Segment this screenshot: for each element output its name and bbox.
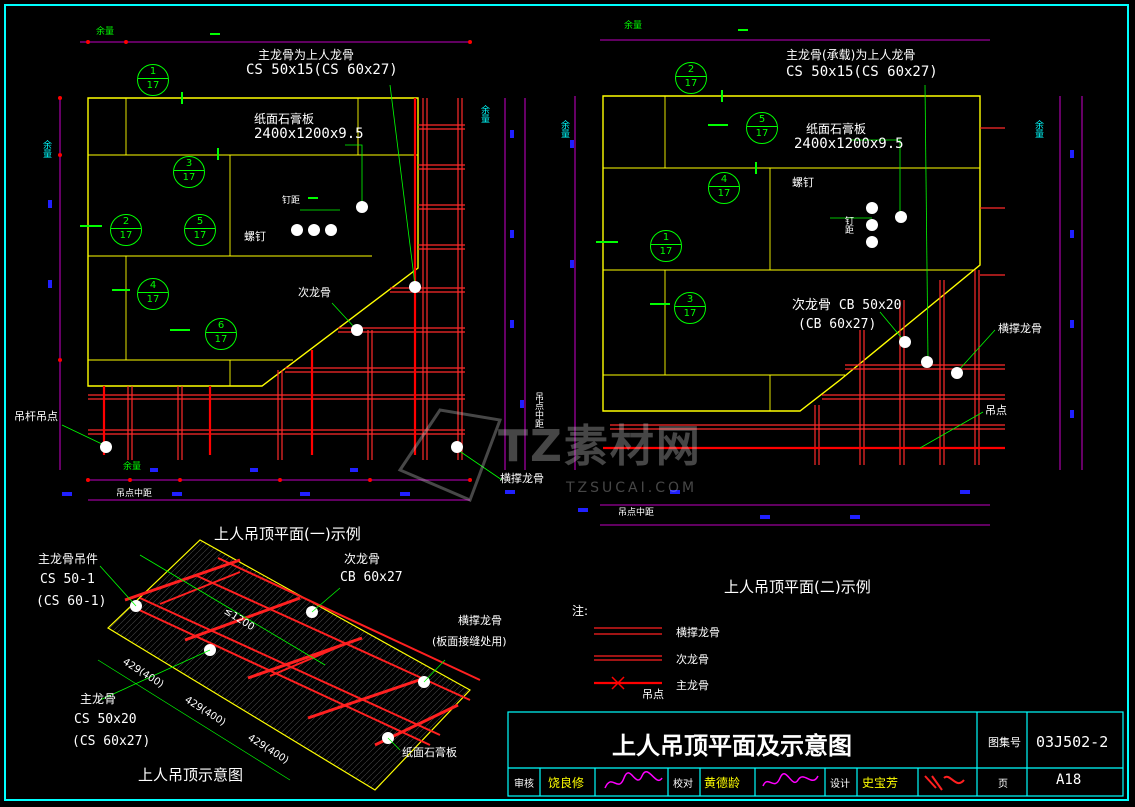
plan2-secondary-keels: [814, 270, 980, 465]
watermark: [397, 408, 503, 502]
iso-leaders: [99, 554, 446, 751]
plan2-nodes: [866, 202, 963, 379]
iso-dim-lines: [97, 659, 291, 781]
plan1-section-marks: [80, 33, 318, 331]
plan1-leaders: [61, 84, 503, 481]
iso-view: [97, 539, 481, 791]
plan1-secondary-keels: [127, 98, 463, 460]
drawing-frame: [4, 4, 1129, 801]
plan2-dim-markers: [570, 140, 1074, 519]
plan2-leaders: [830, 84, 996, 449]
plan1-cross-joists: [88, 124, 465, 435]
plan-1: [48, 33, 526, 501]
plan1-dim-ticks: [58, 40, 472, 482]
plan2-board-grid: [603, 96, 980, 411]
plan1-board-grid: [88, 98, 418, 386]
plan2-cross-joists: [610, 127, 1005, 430]
plan1-nodes: [100, 201, 463, 453]
plan2-dim-lines: [574, 39, 1083, 526]
plan2-ceiling-outline: [602, 95, 981, 412]
plan1-ceiling-outline: [87, 97, 419, 387]
plan-2: [570, 29, 1083, 526]
title-block-frame: [507, 711, 1124, 797]
plan1-dim-lines: [59, 41, 526, 501]
legend: [594, 627, 662, 690]
plan1-dim-markers: [48, 130, 524, 496]
plan2-section-marks: [596, 29, 757, 305]
